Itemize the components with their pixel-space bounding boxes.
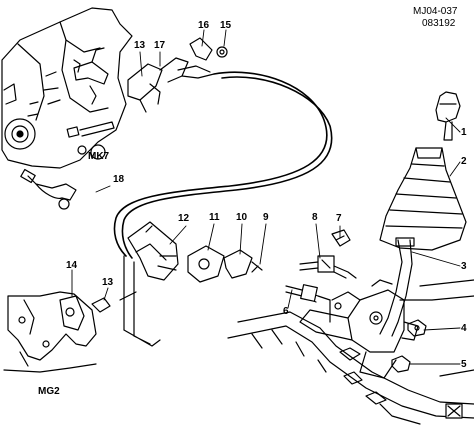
callout-4: 4 [461, 323, 467, 334]
shifter-assembly [299, 237, 419, 379]
callout-16: 16 [198, 20, 210, 31]
transmission-housing [1, 7, 133, 169]
wiring-harness [20, 168, 77, 210]
floor-pan [227, 279, 474, 425]
diagram-code-line2: 083192 [422, 18, 456, 29]
callout-2: 2 [461, 156, 467, 167]
callout-12: 12 [178, 213, 190, 224]
callout-14: 14 [66, 260, 78, 271]
callout-6: 6 [283, 306, 289, 317]
diagram-code-line1: MJ04-037 [413, 6, 458, 17]
callout-13-bracket: 13 [102, 277, 114, 288]
callout-17: 17 [154, 40, 166, 51]
callout-7: 7 [336, 213, 342, 224]
callout-5: 5 [461, 359, 467, 370]
callout-leader-lines [71, 29, 461, 365]
shift-boot [379, 147, 467, 251]
shift-bracket-mg2 [3, 291, 111, 373]
callout-9: 9 [263, 212, 269, 223]
tag-mg2: MG2 [38, 386, 60, 397]
cable-end-connectors [251, 229, 357, 303]
callout-3: 3 [461, 261, 467, 272]
cable-bracket [119, 221, 253, 347]
callout-15: 15 [220, 20, 232, 31]
tag-mk7: MK7 [88, 151, 110, 162]
callout-11: 11 [209, 212, 220, 223]
callout-8: 8 [312, 212, 318, 223]
transmission-shift-levers [66, 37, 228, 138]
shift-knob [435, 91, 461, 141]
mounting-hardware [339, 319, 427, 405]
callout-10: 10 [236, 212, 248, 223]
callout-18: 18 [113, 174, 125, 185]
shift-cable-loop [113, 71, 333, 259]
callout-1: 1 [461, 127, 467, 138]
callout-13-transmission: 13 [134, 40, 146, 51]
